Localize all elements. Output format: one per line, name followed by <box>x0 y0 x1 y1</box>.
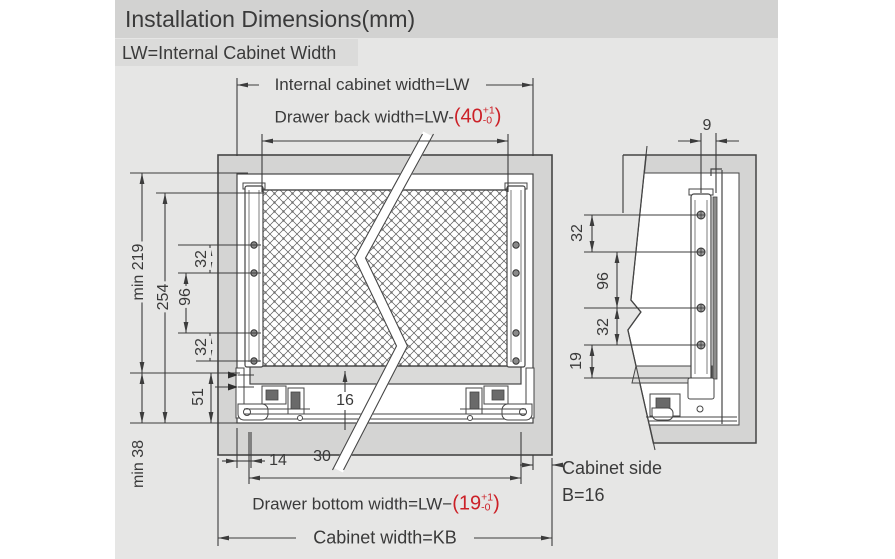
drawer-bottom-width-tolerance: (19+1-0) <box>452 491 500 515</box>
dim-51-label: 51 <box>190 386 208 408</box>
dim-min219-label: min 219 <box>130 241 148 303</box>
dim-32-bottom-side-label: 32 <box>595 316 613 338</box>
drawer-bottom-width-prefix: Drawer bottom width=LW− <box>252 494 453 513</box>
dim-254-label: 254 <box>155 281 173 313</box>
dim-drawer-back-width-label: Drawer back width=LW-(40+1-0) <box>274 104 502 129</box>
dim-cabinet-width-kb-label: Cabinet width=KB <box>313 527 457 548</box>
dim-32-top-side-label: 32 <box>569 222 587 244</box>
right-rail <box>504 182 528 368</box>
side-slide-mechanism <box>646 377 737 422</box>
dim-14-label: 14 <box>269 452 287 469</box>
drawer-back-width-prefix: Drawer back width=LW- <box>274 107 454 126</box>
side-view-cabinet <box>622 145 757 451</box>
page-title: Installation Dimensions(mm) <box>125 6 416 32</box>
dim-30-label: 30 <box>313 448 331 465</box>
dim-19-side-label: 19 <box>568 350 586 372</box>
left-slide-mechanism <box>235 367 310 421</box>
left-rail <box>242 182 266 368</box>
drawer-back-width-tolerance: (40+1-0) <box>453 104 502 128</box>
dim-32-top-front-label: 32 <box>193 248 211 270</box>
dim-internal-cabinet-width-label: Internal cabinet width=LW <box>274 75 470 94</box>
break-line-front <box>332 131 434 473</box>
dim-16-label: 16 <box>336 392 354 409</box>
subtitle-band <box>115 39 358 66</box>
title-band <box>115 0 778 38</box>
cabinet-side-label: Cabinet side <box>562 458 663 478</box>
dim-96-front-label: 96 <box>177 286 195 308</box>
legend-lw-definition: LW=Internal Cabinet Width <box>122 43 337 63</box>
dim-9-label: 9 <box>702 117 712 134</box>
dimension-lines-side <box>584 133 739 379</box>
break-line-side <box>627 145 656 451</box>
dim-96-side-label: 96 <box>595 270 613 292</box>
dim-32-bottom-front-label: 32 <box>193 336 211 358</box>
dim-min38-label: min 38 <box>130 437 148 491</box>
dim-drawer-bottom-width-label: Drawer bottom width=LW−(19+1-0) <box>252 491 500 516</box>
cabinet-side-thickness-label: B=16 <box>562 485 605 505</box>
